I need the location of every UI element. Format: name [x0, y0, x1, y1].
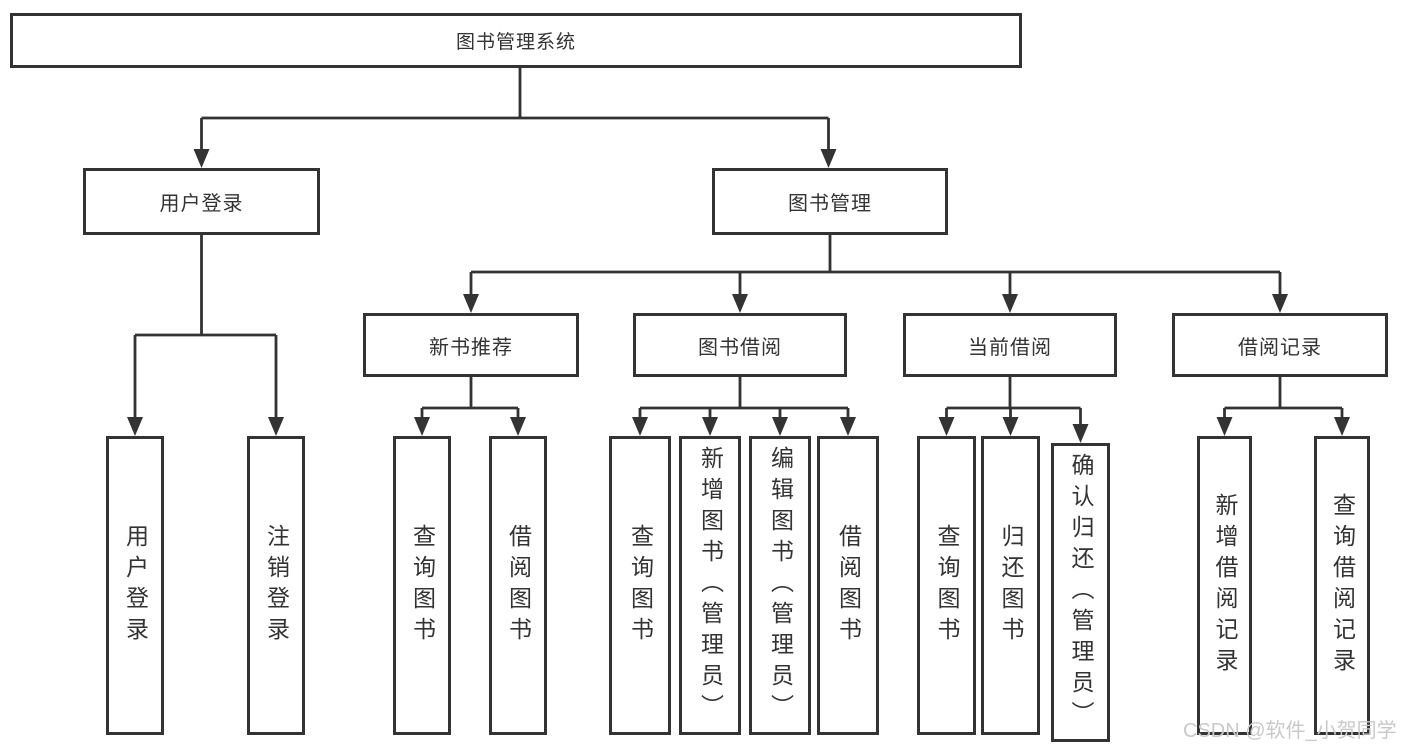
arrowhead-icon [1272, 294, 1288, 313]
arrowhead-icon [1216, 417, 1233, 436]
arrowhead-icon [414, 417, 430, 436]
node-library-system: 图书管理系统 [10, 13, 1022, 68]
leaf-recommend-query-book: 查询图书 [393, 436, 451, 735]
arrowhead-icon [127, 417, 143, 436]
connector-root-to-level2 [193, 68, 837, 168]
arrowhead-icon [840, 417, 856, 436]
node-new-book-recommend: 新书推荐 [363, 313, 579, 377]
connector-book-borrow-children [632, 377, 856, 436]
arrowhead-icon [820, 149, 837, 168]
leaf-records-query-record: 查询借阅记录 [1314, 436, 1370, 735]
node-borrow-records: 借阅记录 [1172, 313, 1388, 377]
node-user-login: 用户登录 [83, 168, 320, 235]
arrowhead-icon [268, 417, 284, 436]
leaf-current-query-book: 查询图书 [917, 436, 976, 735]
node-book-borrow: 图书借阅 [633, 313, 847, 377]
connector-user-login-children [127, 235, 284, 436]
arrowhead-icon [702, 417, 718, 436]
leaf-current-return-book: 归还图书 [981, 436, 1040, 735]
connector-borrow-records-children [1216, 377, 1350, 436]
leaf-borrow-borrow-book: 借阅图书 [817, 436, 879, 735]
arrowhead-icon [732, 294, 748, 313]
arrowhead-icon [1002, 417, 1019, 436]
arrowhead-icon [772, 417, 788, 436]
leaf-recommend-borrow-book: 借阅图书 [489, 436, 547, 735]
leaf-logout-login: 注销登录 [247, 436, 305, 735]
arrowhead-icon [1002, 294, 1018, 313]
arrowhead-icon [193, 149, 210, 168]
arrowhead-icon [510, 417, 526, 436]
leaf-borrow-edit-book-admin: 编辑图书（管理员） [749, 436, 811, 735]
leaf-current-confirm-return-admin: 确认归还（管理员） [1051, 443, 1110, 742]
connector-new-book-rec-children [414, 377, 526, 436]
connector-book-mgmt-children [463, 235, 1288, 313]
arrowhead-icon [1072, 424, 1089, 443]
node-current-borrow: 当前借阅 [903, 313, 1117, 377]
leaf-borrow-add-book-admin: 新增图书（管理员） [679, 436, 741, 735]
leaf-borrow-query-book: 查询图书 [609, 436, 671, 735]
arrowhead-icon [463, 294, 479, 313]
arrowhead-icon [1334, 417, 1350, 436]
leaf-records-add-record: 新增借阅记录 [1197, 436, 1252, 735]
connector-current-borrow-children [938, 377, 1089, 443]
arrowhead-icon [938, 417, 955, 436]
csdn-watermark: CSDN @软件_小贺同学 [1183, 720, 1397, 742]
node-book-management: 图书管理 [712, 168, 948, 235]
leaf-user-login: 用户登录 [106, 436, 164, 735]
arrowhead-icon [632, 417, 648, 436]
